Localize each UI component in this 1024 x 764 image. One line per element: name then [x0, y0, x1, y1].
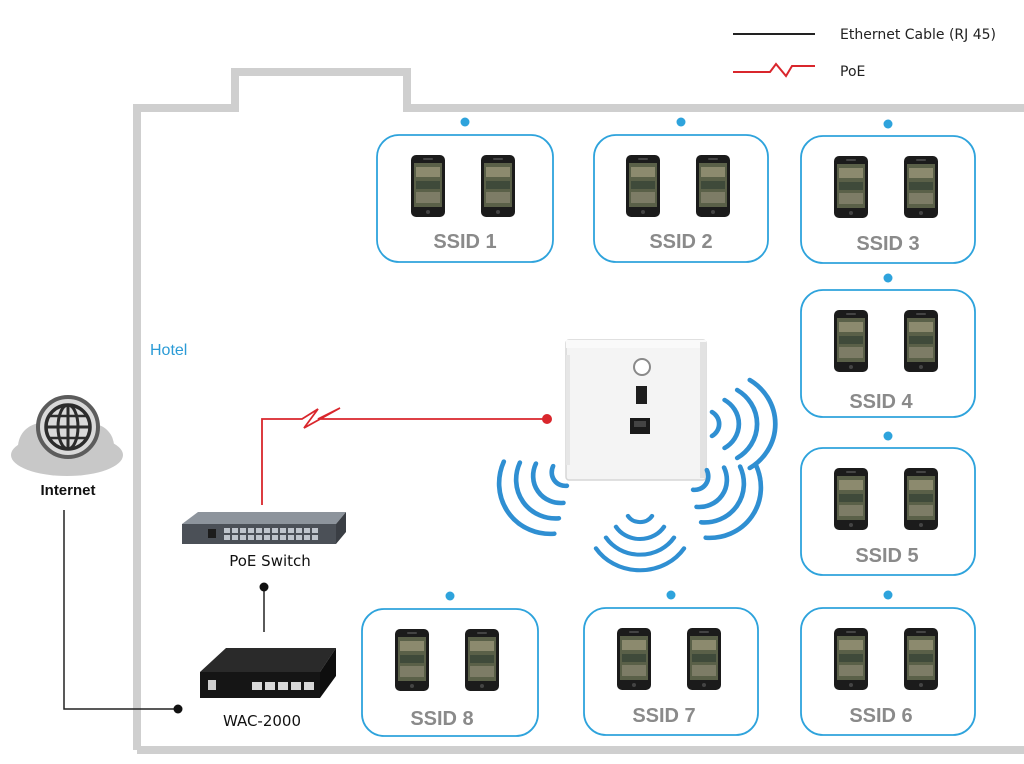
- internet-cloud: [11, 395, 123, 476]
- ssid-label: SSID 1: [433, 231, 496, 253]
- legend-poe-label: PoE: [840, 64, 865, 80]
- ethernet-internet-link: [63, 510, 178, 710]
- legend-poe-line: [733, 62, 815, 78]
- ap-dot-icon: [883, 273, 893, 283]
- ap-dot-icon: [460, 117, 470, 127]
- phone-icon: [834, 468, 868, 530]
- legend: Ethernet Cable (RJ 45) PoE: [733, 27, 996, 80]
- legend-ethernet-label: Ethernet Cable (RJ 45): [840, 27, 996, 43]
- phone-icon: [834, 156, 868, 218]
- ap-dot-icon: [445, 591, 455, 601]
- ssid-label: SSID 6: [849, 705, 912, 727]
- phone-icon: [904, 628, 938, 690]
- hotel-outline: [133, 68, 1024, 750]
- phone-icon: [834, 310, 868, 372]
- ap-dot-icon: [676, 117, 686, 127]
- ap-dot-icon: [883, 119, 893, 129]
- phone-icon: [395, 629, 429, 691]
- phone-icon: [834, 628, 868, 690]
- phone-icon: [481, 155, 515, 217]
- wac-controller: [200, 648, 336, 698]
- ap-dot-icon: [883, 590, 893, 600]
- phone-icon: [465, 629, 499, 691]
- ssid-zone: SSID 2: [593, 117, 769, 263]
- phone-icon: [626, 155, 660, 217]
- internet-label: Internet: [40, 482, 95, 499]
- ssid-label: SSID 7: [632, 705, 695, 727]
- phone-icon: [411, 155, 445, 217]
- ssid-zone: SSID 3: [800, 119, 976, 264]
- phone-icon: [687, 628, 721, 690]
- ssid-label: SSID 2: [649, 231, 712, 253]
- phone-icon: [904, 468, 938, 530]
- wac-label: WAC-2000: [223, 712, 301, 730]
- poe-connection: [261, 407, 552, 505]
- wifi-wave-down-icon: [596, 516, 684, 570]
- ethernet-endpoint-icon: [259, 582, 269, 592]
- brand-logo-icon: [636, 386, 647, 404]
- ssid-zone: SSID 7: [583, 590, 759, 736]
- poe-switch: [182, 512, 346, 544]
- ssid-zone: SSID 4: [800, 273, 976, 418]
- phone-icon: [617, 628, 651, 690]
- ethernet-endpoint-icon: [173, 704, 183, 714]
- ap-dot-icon: [666, 590, 676, 600]
- power-button-icon: [633, 358, 651, 376]
- ssid-label: SSID 3: [856, 233, 919, 255]
- ssid-zone: SSID 5: [800, 431, 976, 576]
- poe-switch-label: PoE Switch: [229, 552, 311, 570]
- ap-dot-icon: [883, 431, 893, 441]
- ssid-label: SSID 4: [849, 391, 913, 413]
- ssid-zone: SSID 8: [361, 591, 539, 737]
- poe-endpoint-icon: [542, 414, 552, 424]
- access-point: [565, 339, 707, 481]
- phone-icon: [904, 156, 938, 218]
- wifi-wave-right-icon: [712, 380, 775, 468]
- ssid-zone: SSID 1: [376, 117, 554, 263]
- hotel-label: Hotel: [150, 342, 187, 359]
- ssid-label: SSID 5: [855, 545, 918, 567]
- phone-icon: [904, 310, 938, 372]
- ssid-zone: SSID 6: [800, 590, 976, 736]
- ssid-label: SSID 8: [410, 708, 473, 730]
- phone-icon: [696, 155, 730, 217]
